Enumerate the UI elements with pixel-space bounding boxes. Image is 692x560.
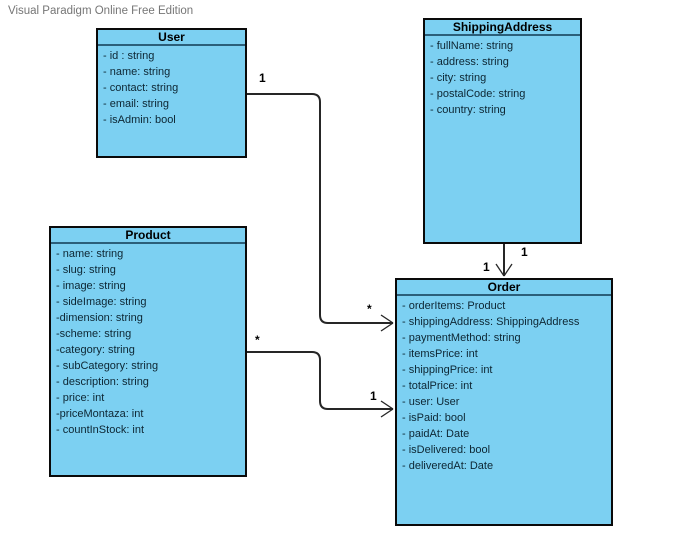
- class-box-shippingaddress[interactable]: ShippingAddress - fullName: string - addre…: [423, 18, 582, 244]
- class-attribute[interactable]: - subCategory: string: [56, 360, 159, 372]
- class-attribute-list: - name: string - slug: string - image: str…: [51, 244, 245, 438]
- class-attribute[interactable]: - paymentMethod: string: [402, 332, 521, 344]
- multiplicity-label[interactable]: 1: [483, 260, 490, 274]
- class-attribute-list: - fullName: string - address: string - cit…: [425, 36, 580, 118]
- class-title: ShippingAddress: [425, 20, 580, 36]
- open-arrowhead: [380, 400, 394, 410]
- multiplicity-label[interactable]: 1: [370, 389, 377, 403]
- class-attribute[interactable]: - city: string: [430, 72, 487, 84]
- class-title: Order: [397, 280, 611, 296]
- class-attribute[interactable]: - orderItems: Product: [402, 300, 506, 312]
- class-attribute[interactable]: - email: string: [103, 98, 170, 110]
- class-attribute[interactable]: - totalPrice: int: [402, 380, 473, 392]
- class-box-order[interactable]: Order - orderItems: Product - shippingAddr…: [395, 278, 613, 526]
- class-attribute[interactable]: - sideImage: string: [56, 296, 147, 308]
- class-attribute[interactable]: -category: string: [56, 344, 135, 356]
- class-attribute[interactable]: - name: string: [56, 248, 124, 260]
- connector-product-order[interactable]: [247, 351, 393, 410]
- connector-user-order[interactable]: [247, 93, 393, 324]
- class-attribute[interactable]: - paidAt: Date: [402, 428, 470, 440]
- class-attribute[interactable]: - price: int: [56, 392, 105, 404]
- class-attribute[interactable]: - slug: string: [56, 264, 116, 276]
- class-attribute[interactable]: - countInStock: int: [56, 424, 145, 436]
- class-attribute[interactable]: - shippingAddress: ShippingAddress: [402, 316, 580, 328]
- class-attribute[interactable]: - address: string: [430, 56, 509, 68]
- class-attribute[interactable]: - isPaid: bool: [402, 412, 466, 424]
- class-attribute[interactable]: - name: string: [103, 66, 171, 78]
- class-attribute[interactable]: - image: string: [56, 280, 126, 292]
- multiplicity-label[interactable]: 1: [259, 71, 266, 85]
- class-attribute[interactable]: - user: User: [402, 396, 460, 408]
- class-attribute[interactable]: - contact: string: [103, 82, 179, 94]
- open-arrowhead: [380, 408, 394, 418]
- class-attribute[interactable]: - id : string: [103, 50, 155, 62]
- open-arrowhead: [380, 322, 394, 332]
- class-attribute-list: - id : string - name: string - contact: st…: [98, 46, 245, 128]
- class-attribute-list: - orderItems: Product - shippingAddress: …: [397, 296, 611, 474]
- open-arrowhead: [380, 314, 394, 324]
- multiplicity-label[interactable]: *: [255, 333, 260, 347]
- open-arrowhead: [495, 263, 505, 277]
- open-arrowhead: [503, 263, 513, 277]
- class-attribute[interactable]: -scheme: string: [56, 328, 132, 340]
- class-attribute[interactable]: - postalCode: string: [430, 88, 526, 100]
- class-attribute[interactable]: - isAdmin: bool: [103, 114, 176, 126]
- class-attribute[interactable]: -dimension: string: [56, 312, 143, 324]
- class-attribute[interactable]: -priceMontaza: int: [56, 408, 144, 420]
- class-attribute[interactable]: - description: string: [56, 376, 149, 388]
- class-attribute[interactable]: - itemsPrice: int: [402, 348, 478, 360]
- watermark-text: Visual Paradigm Online Free Edition: [8, 5, 194, 17]
- class-box-user[interactable]: User - id : string - name: string - contact…: [96, 28, 247, 158]
- multiplicity-label[interactable]: 1: [521, 245, 528, 259]
- multiplicity-label[interactable]: *: [367, 302, 372, 316]
- class-box-product[interactable]: Product - name: string - slug: string - ima…: [49, 226, 247, 477]
- class-title: Product: [51, 228, 245, 244]
- class-attribute[interactable]: - country: string: [430, 104, 506, 116]
- class-attribute[interactable]: - deliveredAt: Date: [402, 460, 494, 472]
- class-title: User: [98, 30, 245, 46]
- class-attribute[interactable]: - isDelivered: bool: [402, 444, 491, 456]
- class-attribute[interactable]: - fullName: string: [430, 40, 514, 52]
- class-attribute[interactable]: - shippingPrice: int: [402, 364, 493, 376]
